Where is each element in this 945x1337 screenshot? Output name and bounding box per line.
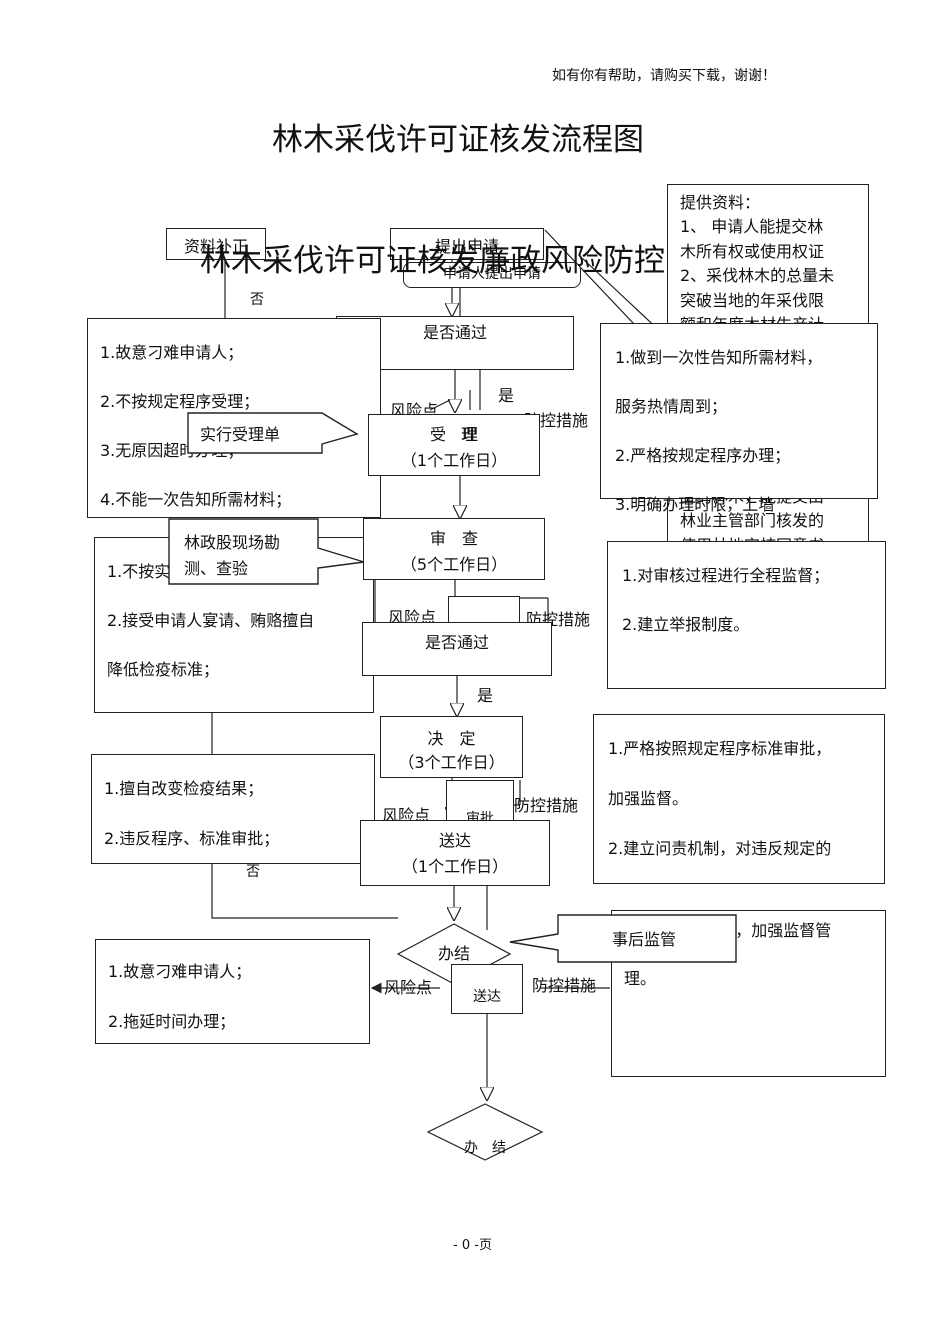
control-item: 2.建立问责机制，对违反规定的 [608,839,832,858]
page-number: - 0 -页 [453,1238,492,1253]
supplement-box: 资料补正 [166,228,266,260]
control-label-accept: 防控措施 [524,411,589,430]
control-item: 2.严格按规定程序办理； [615,446,791,465]
review-step-days: （5个工作日） [400,555,508,574]
control-item: 2.建立举报制度。 [622,615,750,634]
pass-check-2-label: 是否通过 [424,633,489,652]
control-label-decide: 防控措施 [514,796,579,815]
materials-item: 2、采伐林木的总量未 [680,266,835,285]
control-item: 理。 [624,969,657,988]
supplement-label: 资料补正 [183,237,248,256]
control-item: 服务热情周到； [615,397,728,416]
deliver-step: 送达 （1个工作日） [360,820,550,886]
materials-item: 1、 申请人能提交林 [680,217,824,236]
control-label-deliver: 防控措施 [532,976,597,995]
control-box-review: 1.对审核过程进行全程监督； 2.建立举报制度。 [607,541,886,689]
accept-step: 受 理 理 （1个工作日） [368,414,540,476]
accept-step-title: 受 理 [429,425,478,444]
accept-note-label: 实行受理单 [200,425,281,444]
no-label-2: 否 [246,864,260,880]
risk-item: 1.故意刁难申请人； [108,962,252,981]
control-item: 1.严格按照规定程序标准审批， [608,739,832,758]
final-label: 办 结 [464,1140,506,1156]
accept-note-callout [187,412,359,454]
overlay-title: 林木采伐许可证核发廉政风险防控图 [200,243,696,279]
materials-heading: 提供资料： [680,193,761,212]
approve-tag-box: 审批 [446,780,514,827]
risk-item: 2.违反程序、标准审批； [104,829,280,848]
risk-item: 2.不按规定程序受理； [100,392,260,411]
control-item: 1.做到一次性告知所需材料， [615,348,823,367]
applicant-submit-box: 申请人提出申请 [403,262,581,288]
control-item: 3.明确办理时限，上墙 [615,495,775,514]
decide-step-days: （3个工作日） [398,753,505,772]
risk-box-decide: 1.擅自改变检疫结果； 2.违反程序、标准审批； [91,754,375,864]
risk-item: 降低检疫标准； [107,660,220,679]
yes-label-2: 是 [477,686,494,705]
page-title: 林木采伐许可证核发流程图 [272,122,644,158]
review-step-title: 审 查 [429,529,478,548]
risk-box-deliver: 1.故意刁难申请人； 2.拖延时间办理； [95,939,370,1044]
deliver-step-title: 送达 [438,831,471,850]
control-item: 加强监督。 [608,789,689,808]
control-box-accept: 1.做到一次性告知所需材料， 服务热情周到； 2.严格按规定程序办理； 3.明确办理时… [600,323,878,514]
risk-label-deliver: 风险点 [384,978,433,997]
pass-check-2: 是否通过 [362,622,552,676]
control-item: 1.对审核过程进行全程监督； [622,566,830,585]
finish-label: 办结 [437,944,470,963]
materials-item: 林业主管部门核发的 [680,511,825,530]
submit-label: 提出申请 [434,237,499,256]
pass-check-1-label: 是否通过 [422,323,487,342]
review-step: 审 查 （5个工作日） [363,518,545,580]
review-note-callout [168,518,365,585]
yes-label-1: 是 [498,386,515,405]
decide-step-title: 决 定 [427,729,476,748]
submit-box: 提出申请 [390,228,544,260]
header-note: 如有你有帮助，请购买下载，谢谢！ [552,68,776,84]
review-note-label: 林政股现场勘测、查验 [184,533,281,578]
control-box-decide: 1.严格按照规定程序标准审批， 加强监督。 2.建立问责机制，对违反规定的 [593,714,885,884]
applicant-submit-label: 申请人提出申请 [443,266,541,282]
materials-item: 突破当地的年采伐限 [680,290,825,310]
risk-item: 2.接受申请人宴请、贿赂擅自 [107,611,315,630]
deliver-tag-box: 送达 [451,964,523,1014]
decide-step: 决 定 （3个工作日） [380,716,523,778]
risk-item: 1.擅自改变检疫结果； [104,779,264,798]
after-note-callout [509,914,737,963]
after-note-label: 事后监管 [612,930,677,949]
no-label-1: 否 [250,292,264,308]
deliver-tag-label: 送达 [473,989,501,1005]
accept-step-overlap: 理 [461,425,478,444]
accept-step-days: （1个工作日） [400,451,508,470]
risk-item: 2.拖延时间办理； [108,1012,236,1031]
materials-item: 木所有权或使用权证 [680,241,825,261]
final-diamond [426,1103,544,1161]
risk-item: 1.故意刁难申请人； [100,343,244,362]
deliver-step-days: （1个工作日） [401,857,509,876]
risk-item: 4.不能一次告知所需材料； [100,490,292,509]
